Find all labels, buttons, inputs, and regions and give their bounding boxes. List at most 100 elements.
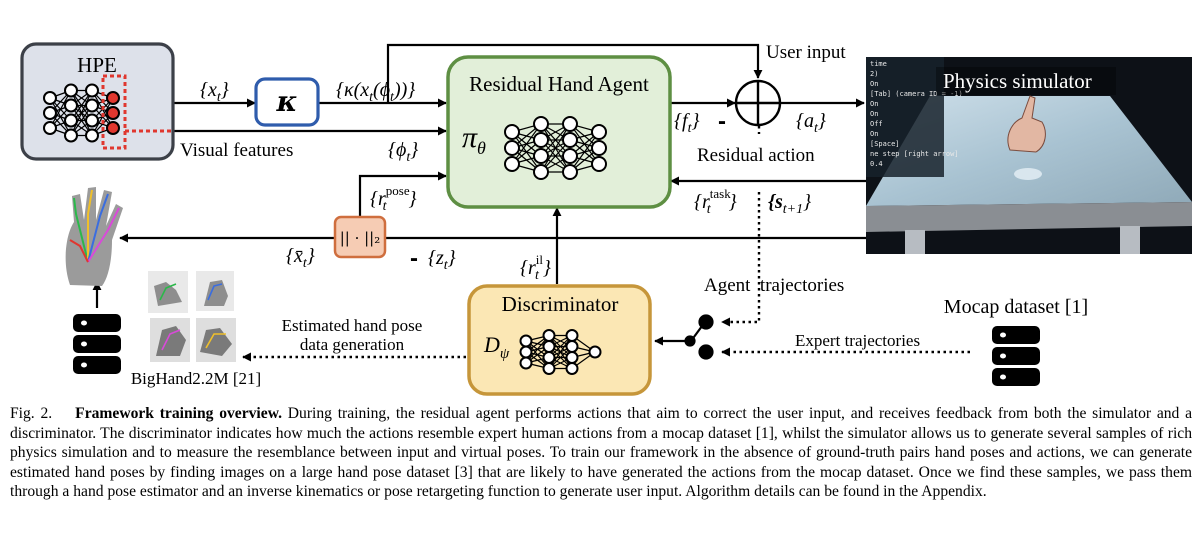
net-node <box>64 113 78 128</box>
net-node <box>565 329 579 342</box>
net-node <box>565 340 579 353</box>
arrow-norm-to-agent <box>358 171 447 217</box>
label-expert-trajectories: Expert trajectories <box>795 331 920 350</box>
db-dot <box>1000 374 1006 380</box>
norm-box <box>333 215 387 259</box>
sim-panel-line: On <box>870 110 878 118</box>
net-node <box>542 329 556 342</box>
net-node <box>562 148 578 164</box>
db-dot <box>81 320 87 326</box>
db-disk <box>73 314 121 332</box>
net-node <box>504 124 520 140</box>
net-node <box>85 113 99 128</box>
net-node <box>504 140 520 156</box>
net-edge <box>540 123 571 173</box>
kappa-block: κ <box>254 77 320 127</box>
caption-text: During training, the residual agent perf… <box>10 405 1193 500</box>
net-node <box>562 116 578 132</box>
db-dot <box>1000 353 1006 359</box>
simulator-table-leg-right <box>1120 226 1140 254</box>
simulator-title-bg <box>936 67 1116 95</box>
sim-panel-line: 2) <box>870 70 878 78</box>
db-disk <box>73 356 121 374</box>
net-node <box>565 362 579 375</box>
net-edge <box>548 335 573 369</box>
net-node <box>562 132 578 148</box>
net-node <box>565 351 579 364</box>
bighand-samples <box>148 271 236 362</box>
framework-diagram: HPE κ Residual Hand Agent πθ Discriminat… <box>20 42 1192 396</box>
net-node <box>106 106 120 120</box>
hand-depth-image <box>65 187 123 286</box>
net-node <box>519 356 533 370</box>
net-node <box>591 124 607 140</box>
db-disk <box>73 335 121 353</box>
arrow-user-input <box>386 43 763 103</box>
net-node <box>519 334 533 348</box>
sim-panel-line: On <box>870 130 878 138</box>
database-icon-mocap <box>992 326 1040 386</box>
net-node <box>85 83 99 98</box>
net-edge <box>569 131 600 173</box>
label-z-minus: - <box>410 245 418 272</box>
sim-panel-line: Off <box>870 120 883 128</box>
net-node <box>542 362 556 375</box>
simulator-overlay-panel <box>866 57 944 177</box>
net-node <box>542 351 556 364</box>
label-user-input: User input <box>766 42 846 63</box>
database-icon-bighand <box>73 314 121 374</box>
net-node <box>588 345 602 359</box>
label-residual-action: Residual action <box>697 145 815 166</box>
label-phi-t: {ϕt} <box>388 139 418 165</box>
label-estimated-line1: Estimated hand pose <box>282 316 423 335</box>
agent-policy: πθ <box>462 121 486 158</box>
simulator-hand-icon <box>1007 95 1046 153</box>
net-node <box>562 164 578 180</box>
net-node <box>542 340 556 353</box>
label-agent-trajectories: Agent trajectories <box>704 275 844 296</box>
label-estimated-line2: data generation <box>300 335 405 354</box>
net-edge <box>511 123 542 165</box>
hpe-block: HPE <box>20 42 175 161</box>
discriminator-block: Discriminator Dψ <box>467 284 652 396</box>
label-a-t: {at} <box>796 110 826 136</box>
figure-caption: Fig. 2. Framework training overview. Dur… <box>10 404 1192 502</box>
dotted-connections <box>242 126 970 362</box>
net-node <box>591 156 607 172</box>
simulator-hand-shadow <box>1014 168 1042 180</box>
agent-title: Residual Hand Agent <box>469 72 649 96</box>
label-f-t: {ft} <box>674 110 699 136</box>
net-node <box>85 128 99 143</box>
norm-block: || · ||₂ <box>333 215 387 259</box>
net-node <box>64 83 78 98</box>
caption-bold: Framework training overview. <box>75 405 282 422</box>
net-node <box>43 106 57 120</box>
discriminator-network-icon <box>519 329 602 375</box>
sum-node <box>734 79 782 127</box>
label-s-next: {st+1} <box>768 191 811 217</box>
discriminator-symbol: Dψ <box>483 332 510 362</box>
sim-panel-line: ne step [right arrow] <box>870 150 959 158</box>
label-visual-features: Visual features <box>180 140 293 161</box>
hpe-highlight <box>101 74 127 150</box>
label-bighand: BigHand2.2M [21] <box>131 369 261 388</box>
db-dot <box>81 362 87 368</box>
kappa-symbol: κ <box>276 85 298 118</box>
simulator-title: Physics simulator <box>943 69 1092 93</box>
sim-panel-line: [Space] <box>870 140 900 148</box>
label-x-t: {xt} <box>200 79 229 105</box>
connections <box>92 43 868 346</box>
label-mocap-dataset: Mocap dataset [1] <box>944 296 1088 318</box>
discriminator-title: Discriminator <box>502 292 619 316</box>
net-node <box>43 91 57 105</box>
net-edge <box>49 90 72 129</box>
net-node <box>106 91 120 105</box>
caption-prefix: Fig. 2. <box>10 405 53 422</box>
net-node <box>64 128 78 143</box>
sim-panel-line: On <box>870 100 878 108</box>
